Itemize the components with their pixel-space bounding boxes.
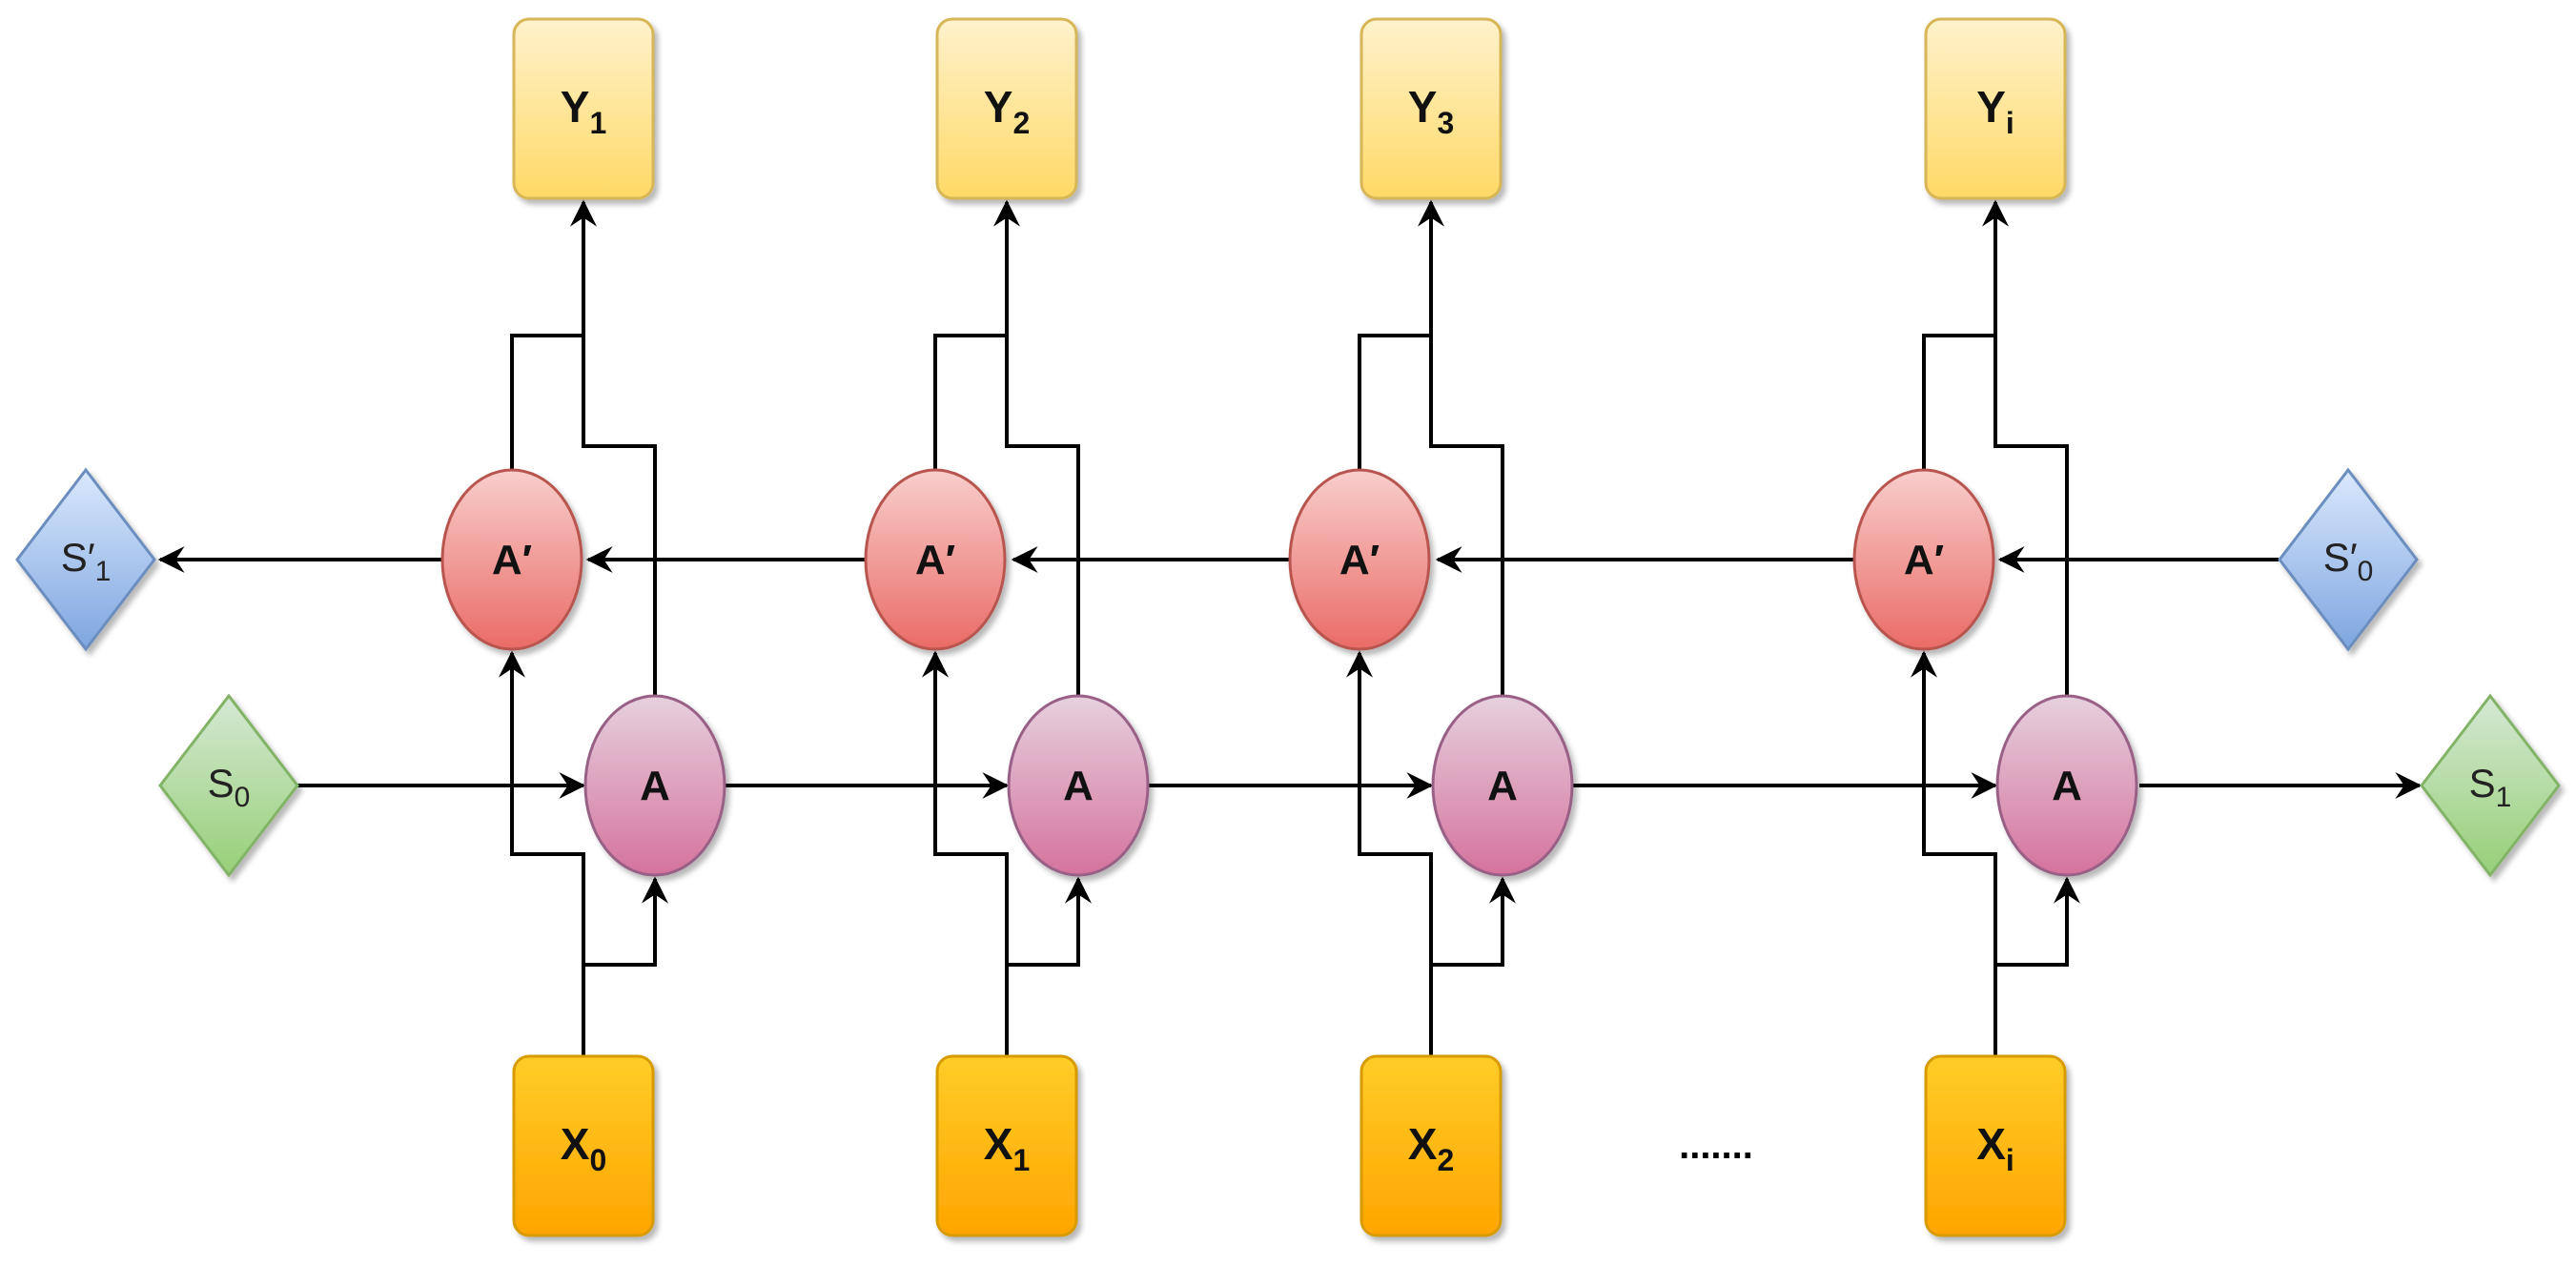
output-label: Y1 — [561, 82, 606, 140]
forward-cell — [1007, 694, 1150, 877]
input-label: X0 — [561, 1119, 606, 1177]
input-row: X0 X1 X2 Xi — [512, 1054, 2067, 1237]
forward-cell-shape — [1995, 694, 2138, 877]
forward-cell-shape — [583, 694, 726, 877]
sequence-ellipsis: ....... — [1679, 1125, 1753, 1167]
input-label: X2 — [1408, 1119, 1454, 1177]
forward-cell-to-output-1 — [1005, 336, 1080, 696]
input-box — [1360, 1054, 1503, 1237]
input-to-backward-cell-1 — [922, 650, 1009, 965]
input-box-shape — [1924, 1054, 2067, 1237]
backward-cell-to-output-2 — [1358, 199, 1444, 470]
forward-cell-label: A — [1487, 763, 1518, 809]
backward-state-end — [15, 467, 156, 652]
backward-cell-to-output-0 — [510, 199, 597, 470]
backward-state-end-label: S′1 — [61, 535, 112, 587]
input-label: X1 — [984, 1119, 1030, 1177]
input-to-backward-cell-3 — [1911, 650, 1997, 965]
backward-cell-label: A′ — [1339, 537, 1380, 583]
backward-state-start-diamond — [2278, 467, 2419, 652]
output-box — [1924, 17, 2067, 200]
backward-cell-label: A′ — [1904, 537, 1944, 583]
output-label: Y2 — [984, 82, 1030, 140]
backward-cell-shape — [1852, 468, 1995, 651]
input-to-forward-cell-0 — [582, 876, 668, 1056]
output-box-shape — [1924, 17, 2067, 200]
output-label: Yi — [1976, 82, 2014, 140]
forward-cell — [1431, 694, 1574, 877]
output-box-shape — [512, 17, 655, 200]
forward-cell-shape — [1431, 694, 1574, 877]
output-box-shape — [935, 17, 1078, 200]
forward-state-start — [158, 693, 299, 878]
forward-cell-label: A — [640, 763, 670, 809]
backward-cell-label: A′ — [915, 537, 955, 583]
input-to-forward-cell-2 — [1429, 876, 1516, 1056]
forward-cell — [583, 694, 726, 877]
backward-state-end-diamond — [15, 467, 156, 652]
forward-state-end-diamond — [2420, 693, 2561, 878]
backward-cell — [1852, 468, 1995, 651]
backward-cell-label: A′ — [492, 537, 532, 583]
forward-state-end-label: S1 — [2469, 761, 2512, 813]
backward-cell-to-output-1 — [933, 199, 1020, 470]
backward-cell-shape — [864, 468, 1007, 651]
forward-cell-label: A — [1063, 763, 1094, 809]
backward-state-start-label: S′0 — [2323, 535, 2374, 587]
output-box — [935, 17, 1078, 200]
output-box — [1360, 17, 1503, 200]
backward-cell — [864, 468, 1007, 651]
input-to-forward-cell-1 — [1005, 876, 1092, 1056]
forward-state-start-label: S0 — [208, 761, 251, 813]
forward-state-start-diamond — [158, 693, 299, 878]
output-box-shape — [1360, 17, 1503, 200]
backward-cell-shape — [1288, 468, 1431, 651]
input-box — [935, 1054, 1078, 1237]
input-box-shape — [935, 1054, 1078, 1237]
forward-cell-to-output-0 — [582, 336, 657, 696]
input-to-forward-cell-3 — [1993, 876, 2080, 1056]
backward-cell — [1288, 468, 1431, 651]
output-box — [512, 17, 655, 200]
input-to-backward-cell-0 — [499, 650, 585, 965]
input-to-backward-cell-2 — [1346, 650, 1433, 965]
backward-cell — [440, 468, 583, 651]
input-box-shape — [1360, 1054, 1503, 1237]
backward-cell-to-output-3 — [1922, 199, 2009, 470]
forward-cell — [1995, 694, 2138, 877]
output-row: Y1 Y2 Y3 Yi — [512, 17, 2067, 200]
input-label: Xi — [1976, 1119, 2014, 1177]
backward-cell-shape — [440, 468, 583, 651]
input-box — [512, 1054, 655, 1237]
backward-state-start — [2278, 467, 2419, 652]
forward-cell-to-output-3 — [1993, 336, 2069, 696]
connection-wires — [157, 199, 2423, 1056]
forward-state-end — [2420, 693, 2561, 878]
forward-cell-to-output-2 — [1429, 336, 1504, 696]
forward-cell-label: A — [2052, 763, 2082, 809]
forward-cell-shape — [1007, 694, 1150, 877]
backward-cell-row: A′ A′ A′ A′ — [440, 468, 1995, 651]
output-label: Y3 — [1408, 82, 1454, 140]
input-box — [1924, 1054, 2067, 1237]
input-box-shape — [512, 1054, 655, 1237]
